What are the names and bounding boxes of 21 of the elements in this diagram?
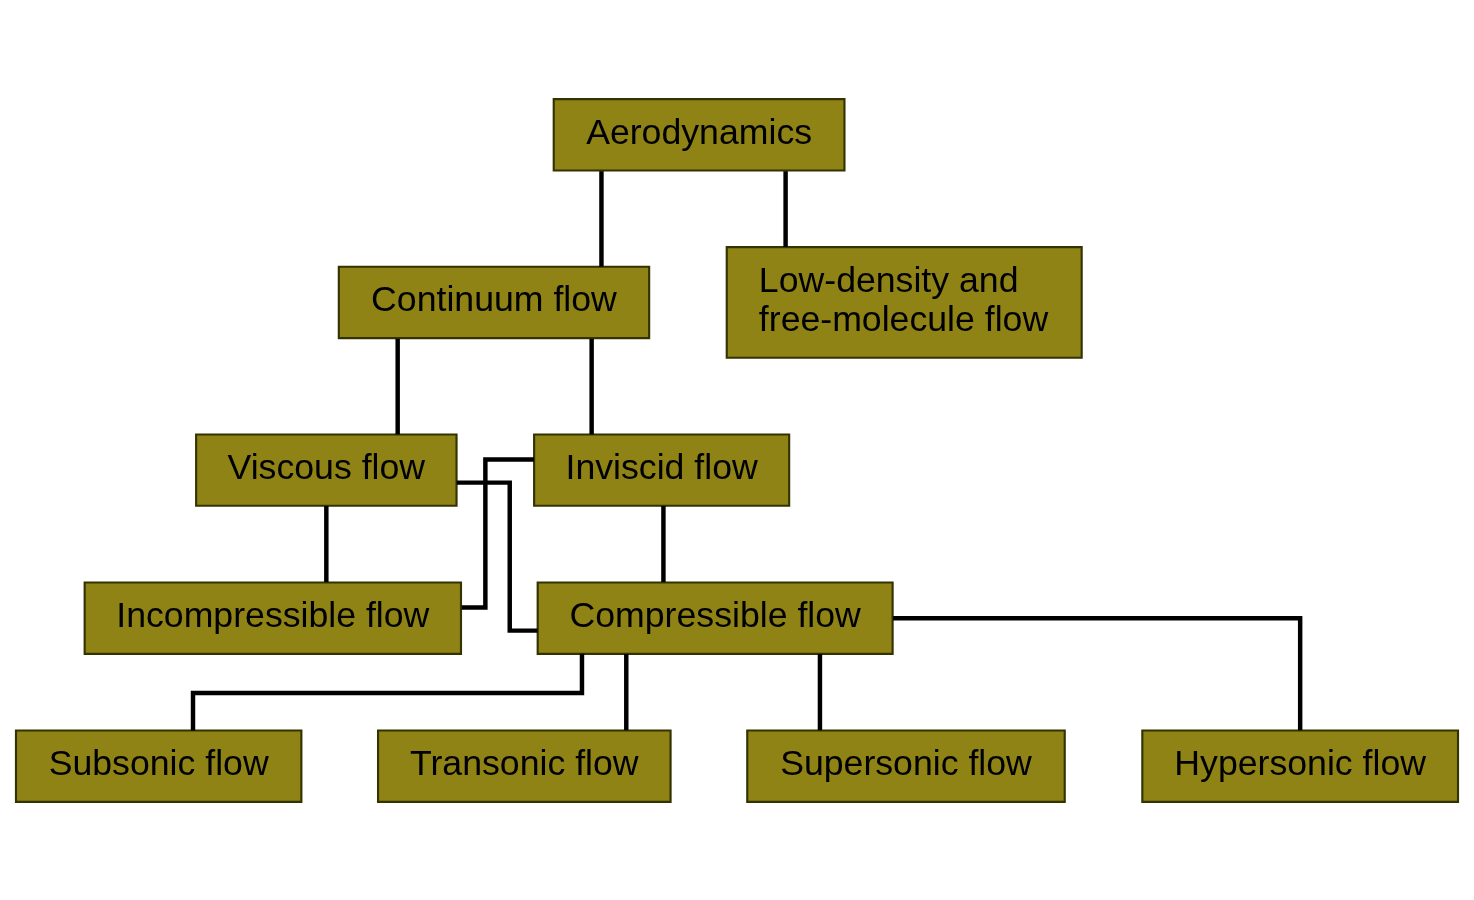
node-box: Supersonic flow [746,728,1066,803]
connector [324,505,329,582]
node-box: Aerodynamics [552,97,846,172]
node-box: Transonic flow [377,728,672,803]
connector [190,653,585,730]
connector [817,653,823,730]
connector [599,170,604,267]
connector [661,505,666,582]
node-box: Incompressible flow [83,580,463,655]
node-box: Viscous flow [195,432,458,507]
node-box: Subsonic flow [14,728,303,803]
connector [624,653,629,730]
connector [893,615,1303,730]
node-box: Compressible flow [536,580,894,655]
node-box: Inviscid flow [533,432,791,507]
node-box: Hypersonic flow [1141,728,1460,803]
connector [589,338,594,434]
node-box: Low-density and free-molecule flow [725,245,1083,359]
connector [783,170,788,247]
node-box: Continuum flow [337,265,651,339]
connector [395,338,400,434]
